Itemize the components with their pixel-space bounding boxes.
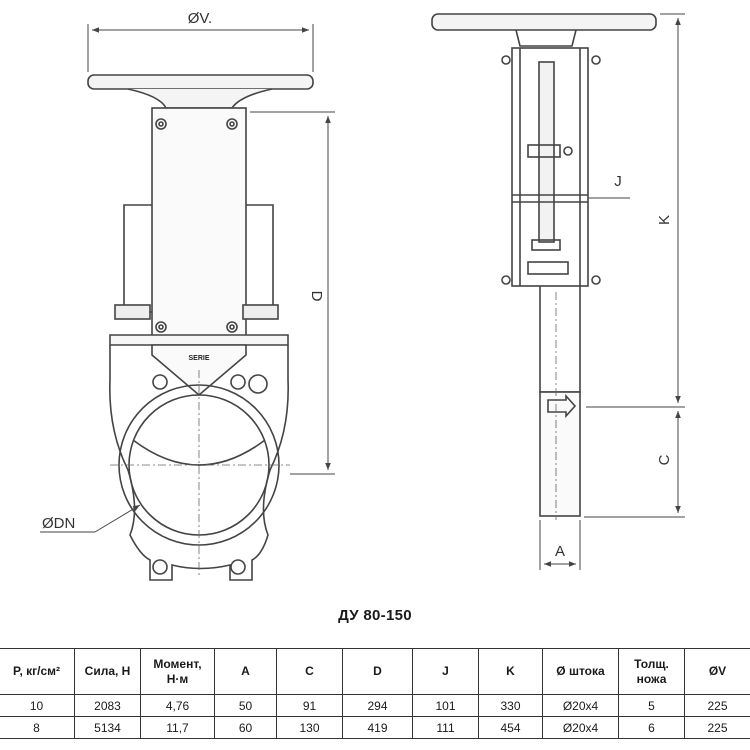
dim-dn-label: ØDN	[42, 515, 75, 532]
table-cell: 454	[478, 716, 543, 739]
front-handwheel-hub	[127, 88, 273, 109]
side-stem	[538, 61, 555, 243]
table-cell: 101	[412, 694, 479, 717]
table-header-row: P, кг/см² Сила, Н Момент, Н·м A C D J K …	[0, 648, 750, 695]
table-cell: 111	[412, 716, 479, 739]
table-row: 10 2083 4,76 50 91 294 101 330 Ø20x4 5 2…	[0, 694, 750, 717]
header-k: K	[478, 648, 543, 695]
header-pressure: P, кг/см²	[0, 648, 75, 695]
table-cell: 130	[276, 716, 343, 739]
table-cell: 5134	[74, 716, 141, 739]
header-v: ØV	[684, 648, 750, 695]
front-dimensions	[40, 24, 335, 533]
side-yoke	[511, 47, 589, 287]
valve-technical-drawing: SERIE ØV. D ØDN	[40, 10, 685, 581]
front-body-top	[109, 334, 289, 346]
dim-v-label: ØV.	[188, 10, 212, 27]
table-cell: 91	[276, 694, 343, 717]
dim-a-label: A	[555, 543, 565, 560]
front-guide-right	[246, 204, 274, 313]
front-plate-text: SERIE	[188, 355, 209, 362]
table-cell: 294	[342, 694, 413, 717]
front-view	[87, 74, 314, 581]
table-row: 8 5134 11,7 60 130 419 111 454 Ø20x4 6 2…	[0, 716, 750, 739]
header-torque: Момент, Н·м	[140, 648, 215, 695]
front-yoke-plate	[151, 107, 247, 345]
front-guide-left	[123, 204, 152, 313]
header-force: Сила, Н	[74, 648, 141, 695]
header-stem-diameter: Ø штока	[542, 648, 619, 695]
table-cell: 60	[214, 716, 277, 739]
table-cell: 8	[0, 716, 75, 739]
table-cell: 11,7	[140, 716, 215, 739]
table-cell: 50	[214, 694, 277, 717]
front-centerlines	[110, 370, 290, 575]
side-dimensions	[539, 13, 685, 570]
table-cell: 330	[478, 694, 543, 717]
side-body	[539, 286, 581, 393]
header-c: C	[276, 648, 343, 695]
header-a: A	[214, 648, 277, 695]
header-j: J	[412, 648, 479, 695]
table-cell: 419	[342, 716, 413, 739]
spec-table: P, кг/см² Сила, Н Момент, Н·м A C D J K …	[0, 648, 750, 739]
dim-k-label: K	[656, 215, 673, 225]
header-blade-thickness: Толщ. ножа	[618, 648, 685, 695]
table-cell: 5	[618, 694, 685, 717]
front-body	[109, 345, 289, 581]
header-d: D	[342, 648, 413, 695]
side-handwheel	[431, 13, 657, 31]
table-cell: 10	[0, 694, 75, 717]
table-cell: 2083	[74, 694, 141, 717]
table-cell: 225	[684, 716, 750, 739]
table-cell: 6	[618, 716, 685, 739]
table-cell: Ø20x4	[542, 716, 619, 739]
side-flange	[539, 391, 581, 517]
dim-c-label: C	[656, 454, 673, 465]
side-view	[431, 13, 657, 517]
table-cell: 225	[684, 694, 750, 717]
front-handwheel	[87, 74, 314, 90]
dim-d-label: D	[308, 291, 325, 302]
dim-j-label: J	[614, 173, 622, 190]
front-port-outer	[118, 384, 280, 546]
drawing-caption: ДУ 80-150	[338, 607, 412, 624]
table-cell: Ø20x4	[542, 694, 619, 717]
table-cell: 4,76	[140, 694, 215, 717]
